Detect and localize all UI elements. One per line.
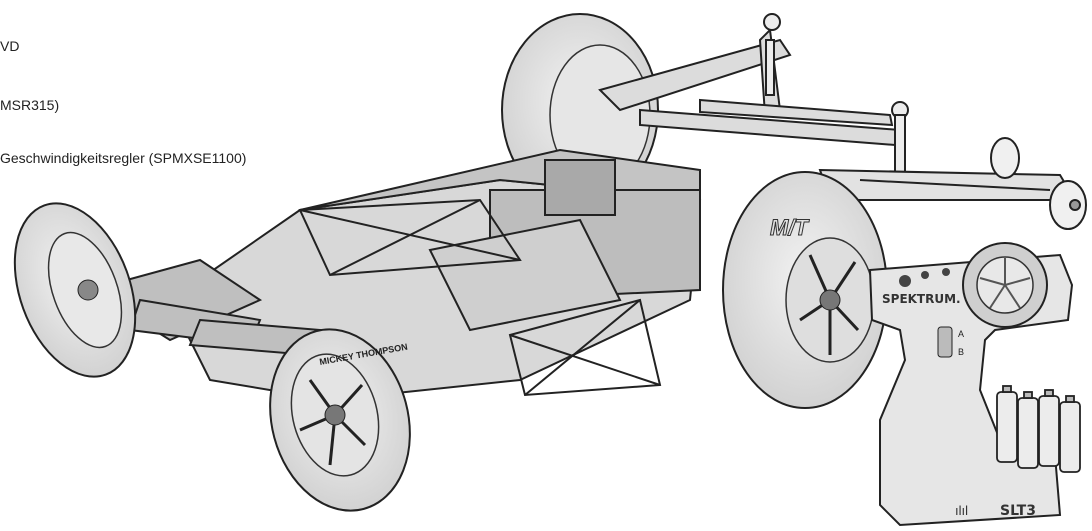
legend-line-2: MSR315) <box>0 97 60 113</box>
front-right-tire: MICKEY THOMPSON <box>269 328 411 512</box>
wheelie-bar <box>818 137 1087 230</box>
truss-frame <box>298 198 662 397</box>
rear-right-tire: M/T <box>722 171 888 409</box>
transmitter-brand: SPEKTRUM. <box>882 292 961 306</box>
front-left-tire <box>13 202 137 378</box>
transmitter-logo-icon: ılıl <box>955 503 968 518</box>
legend-line-1: VD <box>0 38 20 54</box>
legend-line-3: Geschwindigkeitsregler (SPMXSE1100) <box>0 150 247 166</box>
switch-label-a: A <box>958 329 964 339</box>
switch-label-b: B <box>958 347 964 357</box>
transmitter: SPEKTRUM. A B SLT3 ılıl <box>868 242 1074 527</box>
chassis <box>168 148 702 402</box>
rear-tire-logo: M/T <box>770 215 809 240</box>
front-suspension <box>87 258 322 357</box>
aa-batteries <box>996 385 1081 473</box>
wing-struts <box>598 13 909 176</box>
transmitter-model: SLT3 <box>1000 503 1036 519</box>
